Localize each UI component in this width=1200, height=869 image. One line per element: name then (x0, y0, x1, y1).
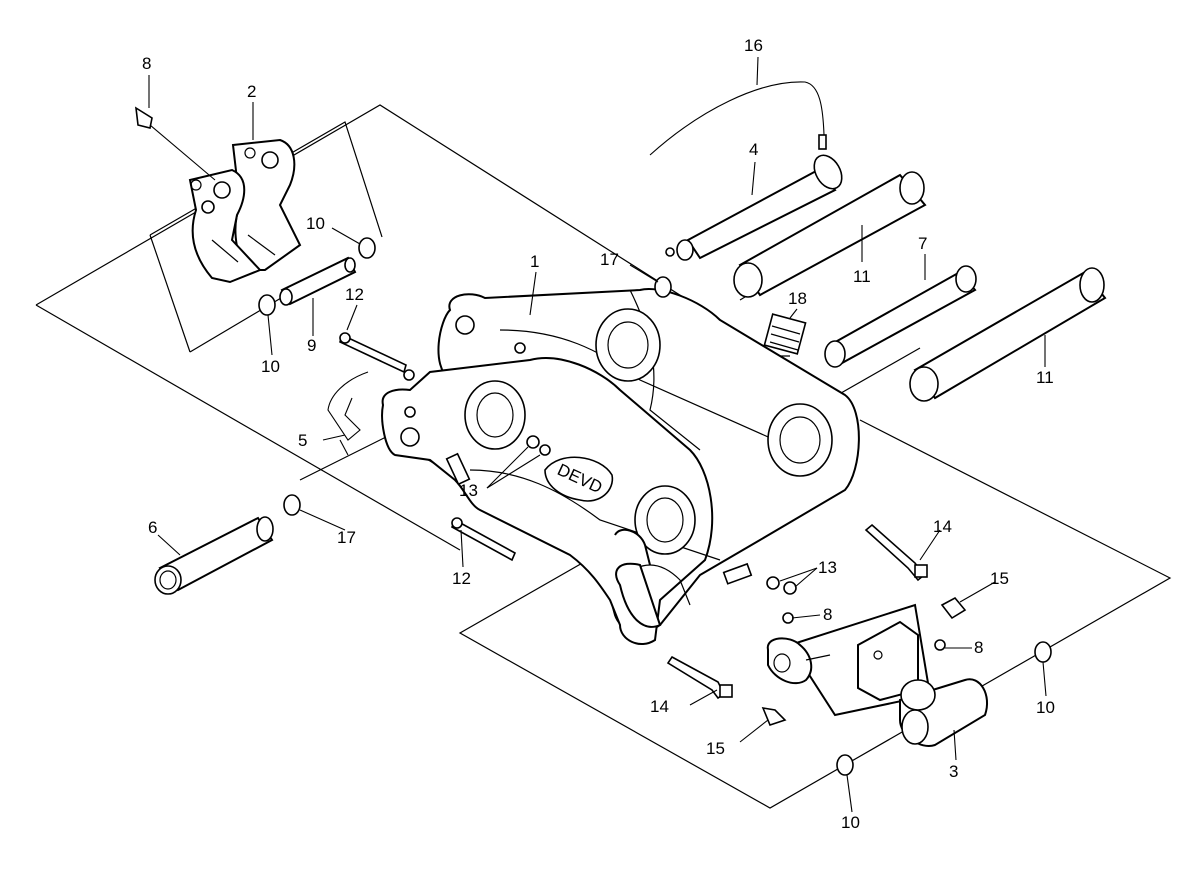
callout-4: 4 (749, 140, 758, 159)
callout-1: 1 (530, 252, 539, 271)
callout-13: 13 (818, 558, 837, 577)
callout-10: 10 (261, 357, 280, 376)
callout-13: 13 (459, 481, 478, 500)
callout-10: 10 (841, 813, 860, 832)
callout-17: 17 (600, 250, 619, 269)
rings-part-10-17 (258, 237, 1052, 776)
latch-plate-part-2 (188, 138, 302, 284)
cylinder-part-3 (766, 603, 988, 747)
callout-10: 10 (1036, 698, 1055, 717)
callout-12: 12 (345, 285, 364, 304)
callout-8: 8 (142, 54, 151, 73)
main-frame-part-1: DEVD (381, 288, 860, 645)
callout-3: 3 (949, 762, 958, 781)
callout-17: 17 (337, 528, 356, 547)
callout-14: 14 (650, 697, 669, 716)
pin-part-9 (279, 256, 357, 306)
label-plate-part-18 (763, 313, 807, 355)
callout-15: 15 (990, 569, 1009, 588)
callout-11: 11 (1036, 368, 1054, 387)
callout-12: 12 (452, 569, 471, 588)
bushing-part-6 (154, 516, 274, 595)
callout-14: 14 (933, 517, 952, 536)
fittings-part-14-15 (666, 523, 967, 726)
callout-9: 9 (307, 336, 316, 355)
nipples-part-8 (135, 106, 946, 651)
callout-6: 6 (148, 518, 157, 537)
callout-16: 16 (744, 36, 763, 55)
callout-7: 7 (918, 234, 927, 253)
callout-18: 18 (788, 289, 807, 308)
callout-8: 8 (974, 638, 983, 657)
callout-11: 11 (853, 267, 871, 286)
nuts-part-13 (403, 369, 797, 595)
wire-part-16 (649, 81, 827, 156)
callout-8: 8 (823, 605, 832, 624)
callout-2: 2 (247, 82, 256, 101)
callout-labels: 8 2 16 4 1 17 11 7 18 11 10 10 9 12 5 13… (142, 36, 1055, 832)
pins-part-7-11 (733, 171, 1107, 402)
pin-part-4 (665, 154, 843, 261)
callout-15: 15 (706, 739, 725, 758)
leader-lines (148, 56, 1047, 813)
bolts-part-12 (339, 332, 517, 562)
clip-part-5 (327, 371, 369, 456)
callout-10: 10 (306, 214, 325, 233)
callout-5: 5 (298, 431, 307, 450)
